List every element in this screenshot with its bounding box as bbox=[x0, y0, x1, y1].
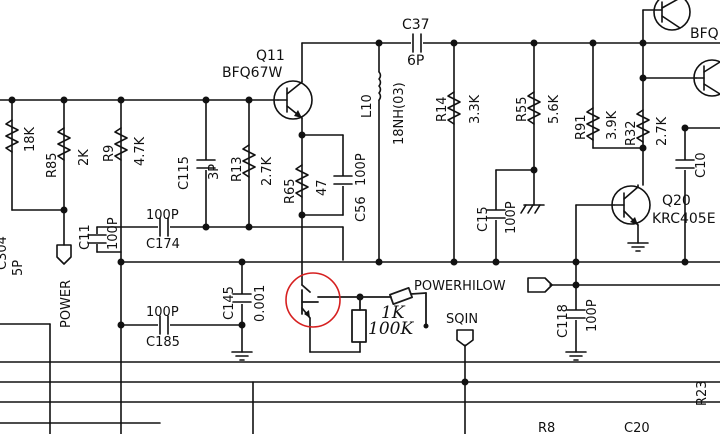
label-r13-ref: R13 bbox=[230, 156, 245, 182]
added-transistor bbox=[301, 284, 361, 319]
resistor-r13 bbox=[242, 144, 256, 178]
label-l10-val: 18NH(03) bbox=[392, 82, 407, 145]
label-bfq-top: BFQ bbox=[690, 26, 719, 42]
label-r23-ref: R23 bbox=[695, 380, 710, 406]
label-c174-val: 100P bbox=[146, 208, 179, 223]
capacitor-c15 bbox=[486, 209, 506, 220]
ground-c145 bbox=[231, 351, 253, 361]
added-resistor-1k bbox=[359, 286, 429, 329]
capacitor-c37 bbox=[411, 33, 423, 53]
resistor-r32 bbox=[636, 109, 650, 143]
label-c20-ref: C20 bbox=[624, 421, 650, 434]
label-r9-val: 4.7K bbox=[133, 136, 148, 166]
label-sqin: SQIN bbox=[446, 312, 478, 327]
label-hand-100k: 100K bbox=[368, 319, 414, 339]
label-r91-ref: R91 bbox=[574, 114, 589, 140]
port-powerhilow bbox=[527, 277, 553, 293]
label-r65-ref: R65 bbox=[283, 178, 298, 204]
label-c115-val: 3P bbox=[207, 164, 222, 180]
resistor-r14 bbox=[447, 91, 461, 125]
label-c185-ref: C185 bbox=[146, 335, 180, 350]
label-c115-ref: C115 bbox=[177, 156, 192, 190]
label-c11-ref: C11 bbox=[78, 224, 93, 250]
label-c10-ref: C10 bbox=[694, 152, 709, 178]
capacitor-c11 bbox=[87, 234, 107, 244]
label-power: POWER bbox=[59, 280, 74, 328]
label-hand-1k: 1K bbox=[381, 303, 406, 323]
port-sqin bbox=[456, 329, 474, 347]
capacitors bbox=[87, 33, 695, 335]
label-r55-ref: R55 bbox=[515, 96, 530, 122]
resistors bbox=[5, 91, 650, 198]
label-c304-val: 5P bbox=[11, 260, 26, 276]
label-q11-ref: Q11 bbox=[256, 48, 285, 64]
transistor-top-right-lower bbox=[693, 59, 720, 97]
label-q20-ref: Q20 bbox=[662, 193, 691, 209]
label-c37-ref: C37 bbox=[402, 17, 430, 33]
label-c37-val: 6P bbox=[407, 53, 424, 69]
resistor-r18k bbox=[5, 119, 19, 153]
label-r32-val: 2.7K bbox=[655, 116, 670, 146]
label-q20-part: KRC405E bbox=[652, 211, 716, 227]
resistor-r85 bbox=[57, 127, 71, 161]
label-c174-ref: C174 bbox=[146, 237, 180, 252]
label-r9-ref: R9 bbox=[102, 145, 117, 162]
highlight-circle bbox=[285, 272, 341, 328]
label-r91-val: 3.9K bbox=[605, 110, 620, 140]
label-c15-ref: C15 bbox=[476, 206, 491, 232]
label-c304-ref: C304 bbox=[0, 236, 10, 270]
label-c118-ref: C118 bbox=[556, 304, 571, 338]
resistor-r55 bbox=[527, 91, 541, 125]
label-r55-val: 5.6K bbox=[547, 94, 562, 124]
inductor-l10 bbox=[372, 71, 386, 101]
transistor-q11 bbox=[273, 80, 313, 120]
capacitor-c56 bbox=[333, 175, 353, 186]
label-r8-ref: R8 bbox=[538, 421, 555, 434]
ground-symbols bbox=[231, 204, 649, 361]
label-r13-val: 2.7K bbox=[260, 156, 275, 186]
label-q11-part: BFQ67W bbox=[222, 65, 282, 81]
capacitor-c145 bbox=[232, 293, 252, 304]
resistor-r91 bbox=[586, 107, 600, 141]
transistor-top-right-upper bbox=[653, 0, 691, 31]
capacitor-c10 bbox=[675, 159, 695, 170]
ground-r55 bbox=[520, 204, 545, 214]
label-c145-ref: C145 bbox=[222, 286, 237, 320]
ground-q20 bbox=[627, 242, 649, 252]
wires bbox=[0, 9, 720, 434]
label-c11-val: 100P bbox=[106, 217, 121, 250]
label-r65-val: 47 bbox=[315, 179, 330, 196]
resistor-r9 bbox=[114, 127, 128, 161]
capacitor-c118 bbox=[566, 309, 586, 320]
resistor-r65 bbox=[295, 164, 309, 198]
label-r85-ref: R85 bbox=[45, 152, 60, 178]
label-c56-ref: C56 bbox=[354, 196, 369, 222]
capacitor-c115 bbox=[196, 159, 216, 170]
capacitor-c174 bbox=[158, 217, 170, 237]
label-powerhilow: POWERHILOW bbox=[414, 279, 506, 294]
label-r14-ref: R14 bbox=[435, 96, 450, 122]
label-c185-val: 100P bbox=[146, 305, 179, 320]
transistor-q20 bbox=[611, 184, 651, 226]
added-resistor-100k bbox=[351, 296, 367, 343]
label-r32-ref: R32 bbox=[624, 120, 639, 146]
labels: Q11 BFQ67W C37 6P L10 18NH(03) R14 3.3K … bbox=[0, 17, 719, 434]
label-l10-ref: L10 bbox=[360, 94, 375, 118]
label-r14-val: 3.3K bbox=[468, 94, 483, 124]
label-c145-val: 0.001 bbox=[253, 285, 268, 322]
port-power bbox=[56, 244, 72, 265]
junction-dots bbox=[8, 39, 689, 386]
label-r85-val: 2K bbox=[77, 149, 92, 166]
label-r18k-val: 18K bbox=[23, 126, 38, 152]
ground-c118 bbox=[565, 351, 587, 361]
capacitor-c185 bbox=[158, 315, 170, 335]
label-c56-val: 100P bbox=[354, 153, 369, 186]
label-c118-val: 100P bbox=[585, 299, 600, 332]
label-c15-val: 100P bbox=[504, 201, 519, 234]
